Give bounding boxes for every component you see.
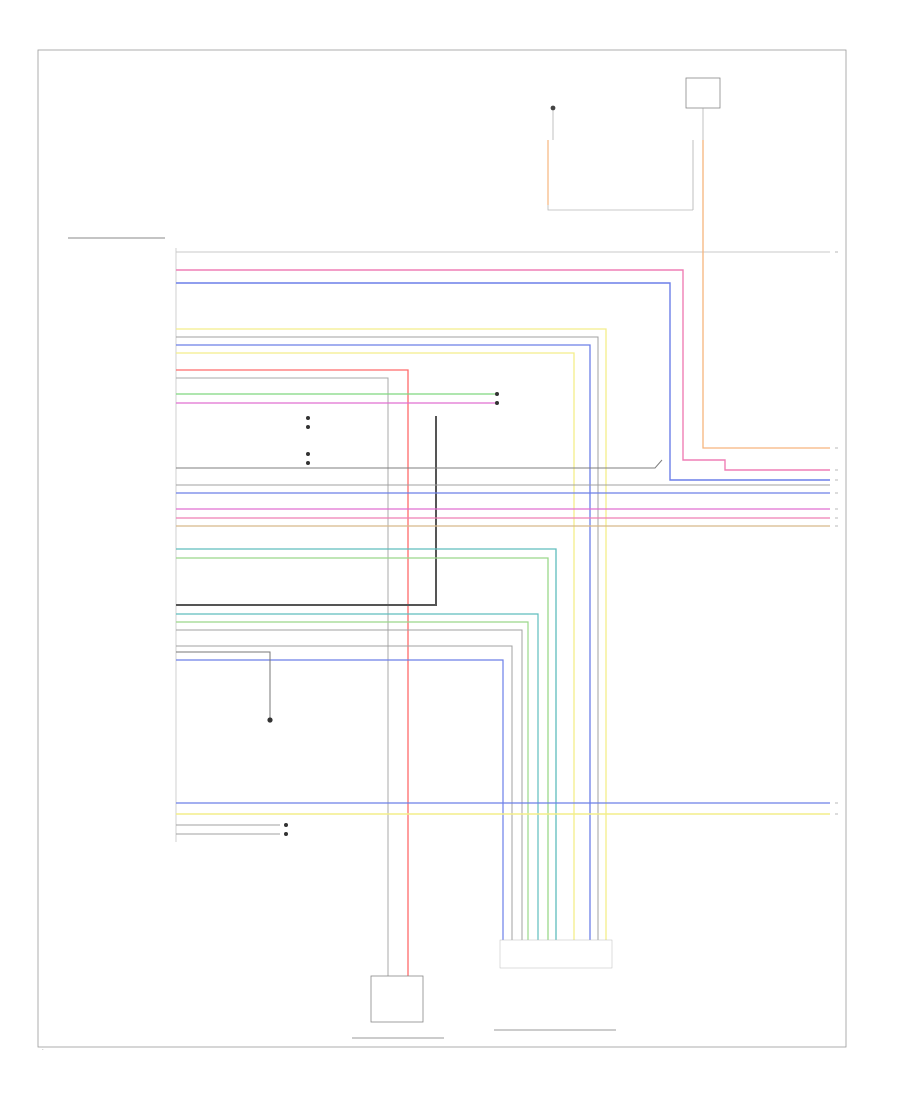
- splice-dot: [306, 425, 310, 429]
- top-sensor-box: [685, 77, 721, 109]
- splice-dot: [284, 832, 288, 836]
- wire-shield: [176, 416, 437, 606]
- wire-red-1: [176, 369, 409, 985]
- wire-teal-1: [176, 548, 557, 940]
- splice-dot: [284, 823, 288, 827]
- wire-blue-2: [176, 344, 591, 940]
- splice-dot: [306, 461, 310, 465]
- wire-yellow-2: [176, 352, 575, 940]
- splice-dot: [495, 392, 499, 396]
- wire-yellow-1: [176, 328, 607, 940]
- wire-grey-3: [176, 459, 663, 469]
- splice-group: [284, 392, 499, 836]
- wire-pink-top: [176, 269, 830, 471]
- wire-blue-4: [176, 659, 504, 940]
- wire-grey-6: [176, 645, 513, 940]
- wire-ground: [176, 651, 271, 718]
- wire-grey-2: [176, 377, 389, 985]
- diagram-frame: [37, 49, 847, 1048]
- wire-green-3: [176, 621, 529, 940]
- splice-dot: [306, 416, 310, 420]
- wire-teal-2: [176, 613, 539, 940]
- frame-id: -: [42, 1047, 44, 1052]
- top-left-terminal: [550, 105, 556, 111]
- right-connector: [835, 251, 838, 815]
- splice-dot: [306, 452, 310, 456]
- wire-grey-1: [176, 336, 599, 940]
- wire-blue-top: [176, 282, 830, 481]
- bottom-sensor-box: [370, 975, 424, 1023]
- splice-dot: [495, 401, 499, 405]
- bottom-connector-bracket: [499, 939, 613, 969]
- wire-grey-5: [176, 629, 523, 940]
- wire-sensor-link: [547, 140, 693, 211]
- wire-green-2: [176, 557, 549, 940]
- wire-orange-sensor: [702, 140, 830, 449]
- wire-group: [176, 140, 830, 985]
- ground-point: [267, 717, 273, 723]
